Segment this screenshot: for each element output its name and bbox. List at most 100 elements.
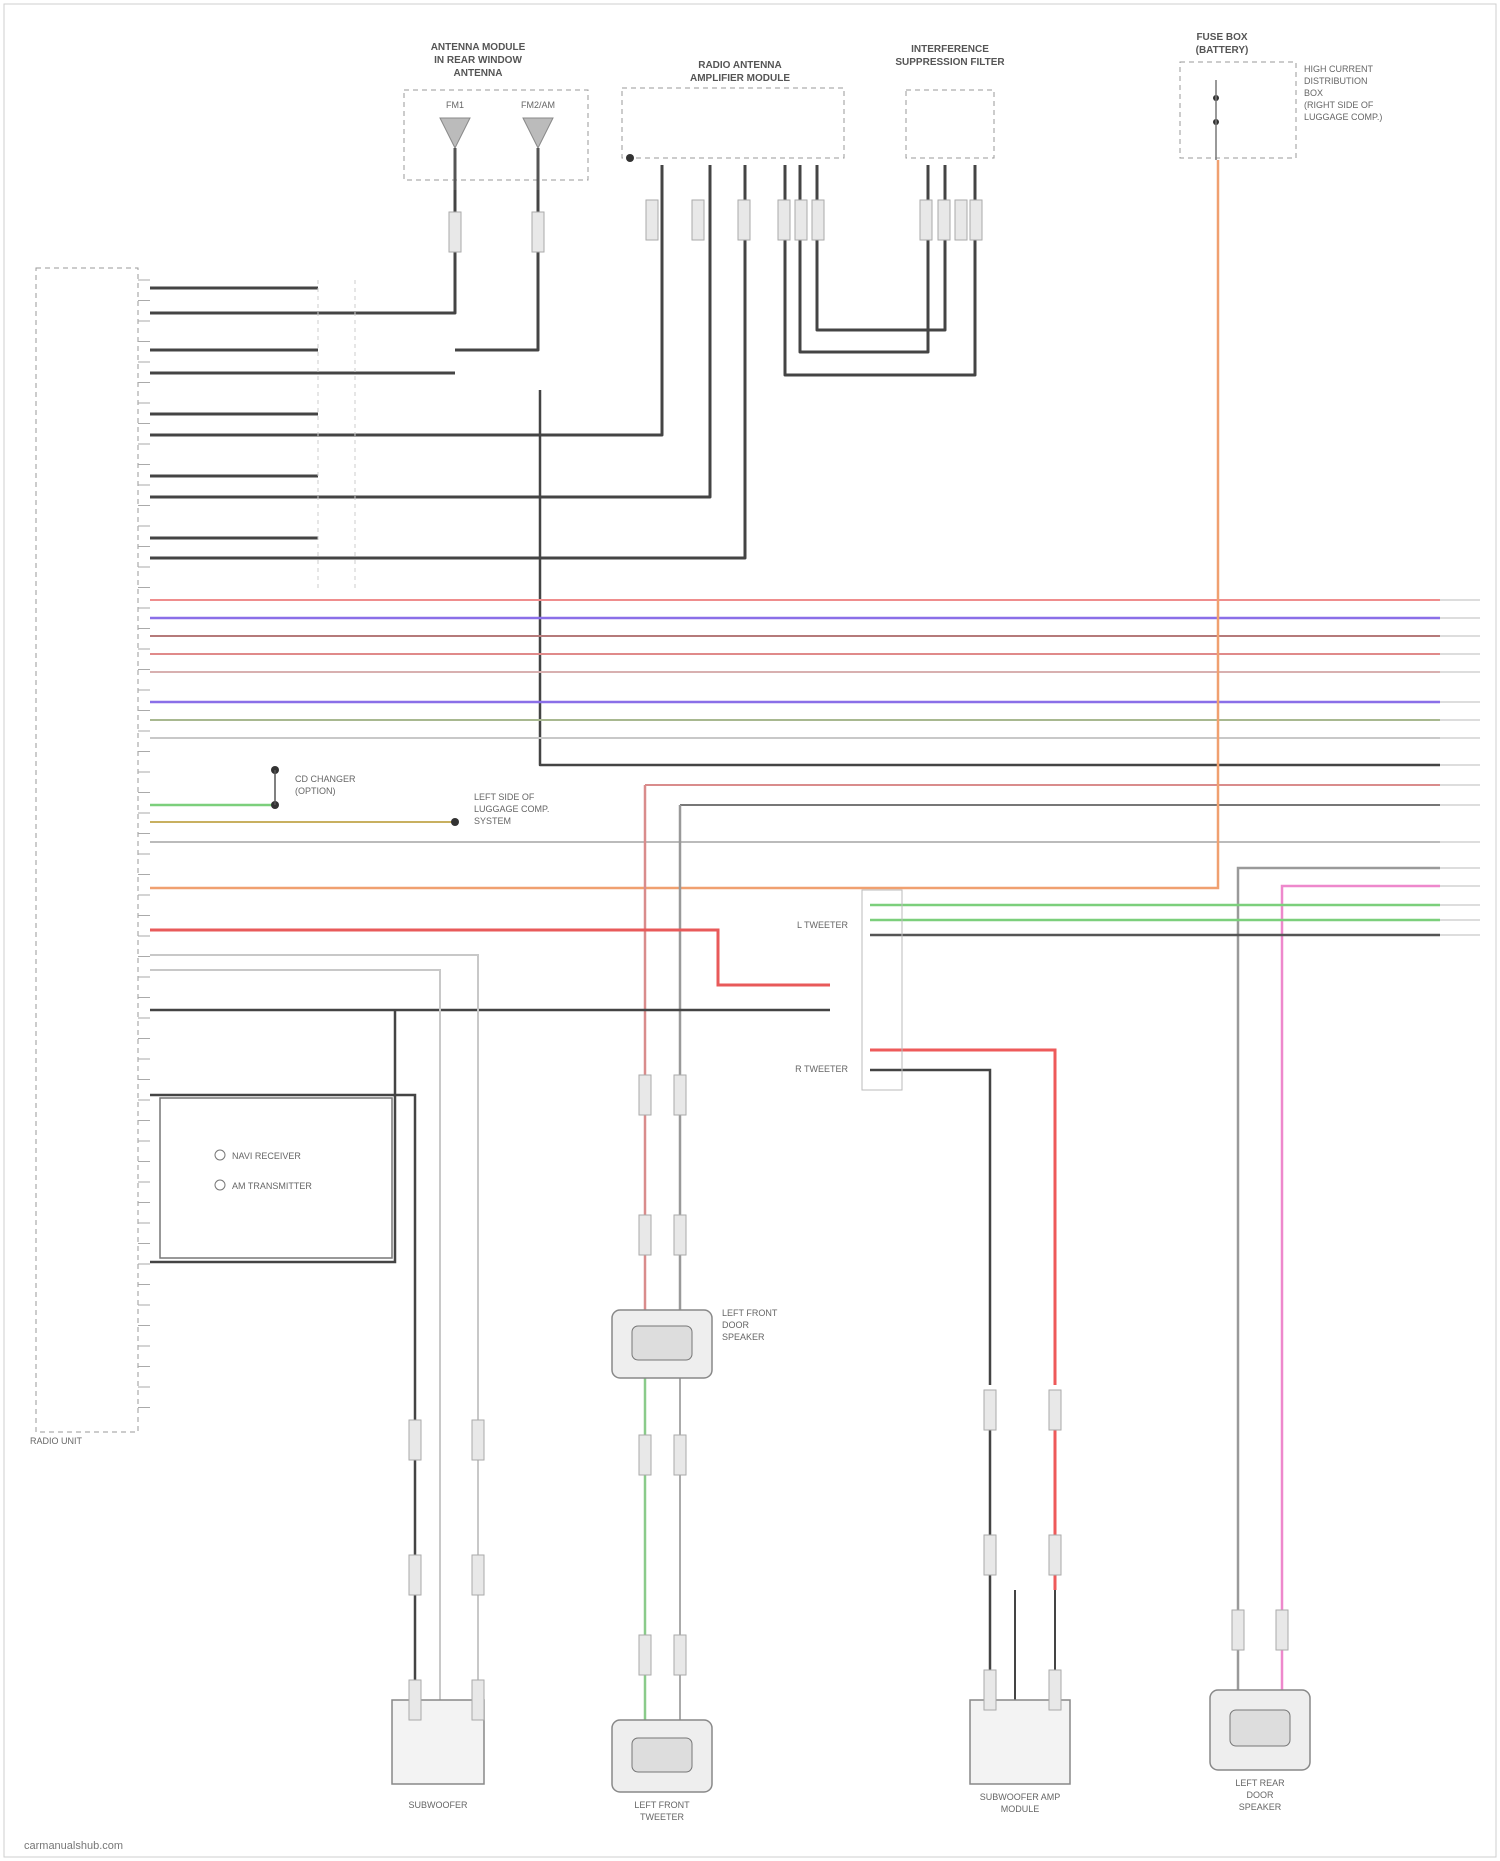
antenna-module-box bbox=[404, 90, 588, 180]
left-note-2: LUGGAGE COMP. bbox=[474, 804, 549, 814]
fuse-box-title-1: FUSE BOX bbox=[1196, 32, 1247, 43]
radio-unit-box bbox=[36, 268, 138, 1432]
antenna-module-title-1: ANTENNA MODULE bbox=[431, 42, 526, 53]
connector-marker bbox=[812, 200, 824, 240]
connector-marker bbox=[778, 200, 790, 240]
subwoofer-amp-module: SUBWOOFER AMP MODULE bbox=[970, 1700, 1070, 1814]
lr-speaker-label-3: SPEAKER bbox=[1239, 1802, 1282, 1812]
fuse-side-3: BOX bbox=[1304, 88, 1323, 98]
lft-label-1: LEFT FRONT bbox=[634, 1800, 690, 1810]
filter-title-2: SUPPRESSION FILTER bbox=[895, 57, 1005, 68]
cd-changer-2: (OPTION) bbox=[295, 786, 336, 796]
connector-marker bbox=[1049, 1670, 1061, 1710]
connector-marker bbox=[738, 200, 750, 240]
connector-marker bbox=[984, 1670, 996, 1710]
navi-box: NAVI RECEIVER AM TRANSMITTER bbox=[160, 1098, 392, 1258]
lr-speaker-label-2: DOOR bbox=[1247, 1790, 1275, 1800]
connector-marker bbox=[795, 200, 807, 240]
amp-module-box bbox=[622, 88, 844, 158]
antenna-module-title-3: ANTENNA bbox=[454, 68, 503, 79]
cd-changer-1: CD CHANGER bbox=[295, 774, 356, 784]
connector-marker bbox=[409, 1680, 421, 1720]
lf-speaker-label-1: LEFT FRONT bbox=[722, 1308, 778, 1318]
upper-wiring bbox=[150, 165, 1440, 765]
sub-amp-label-2: MODULE bbox=[1001, 1804, 1040, 1814]
connector-marker bbox=[1232, 1610, 1244, 1650]
subwoofer-body bbox=[392, 1700, 484, 1784]
connector-marker bbox=[955, 200, 967, 240]
cd-changer-note: CD CHANGER (OPTION) bbox=[271, 766, 356, 809]
vertical-wiring bbox=[645, 785, 1440, 1720]
fuse-box: FUSE BOX (BATTERY) HIGH CURRENT DISTRIBU… bbox=[1180, 32, 1382, 160]
filter-title-1: INTERFERENCE bbox=[911, 44, 989, 55]
radio-unit: RADIO UNIT bbox=[30, 268, 138, 1446]
sub-amp-body bbox=[970, 1700, 1070, 1784]
filter-box bbox=[906, 90, 994, 158]
connector-marker bbox=[639, 1215, 651, 1255]
connector-marker bbox=[1049, 1390, 1061, 1430]
left-front-door-speaker: LEFT FRONT DOOR SPEAKER bbox=[612, 1308, 778, 1378]
connector-marker bbox=[938, 200, 950, 240]
antenna-module-title-2: IN REAR WINDOW bbox=[434, 55, 522, 66]
fuse-box-title-2: (BATTERY) bbox=[1196, 45, 1249, 56]
fuse-side-2: DISTRIBUTION bbox=[1304, 76, 1368, 86]
navi-box-outline bbox=[160, 1098, 392, 1258]
antenna-tv-label: FM2/AM bbox=[521, 100, 555, 110]
fuse-side-5: LUGGAGE COMP.) bbox=[1304, 112, 1382, 122]
connector-marker bbox=[692, 200, 704, 240]
lft-cone bbox=[632, 1738, 692, 1772]
connector-marker bbox=[674, 1075, 686, 1115]
footer-source: carmanualshub.com bbox=[24, 1840, 123, 1852]
connector-marker bbox=[472, 1420, 484, 1460]
connector-marker bbox=[646, 200, 658, 240]
connector-marker bbox=[1276, 1610, 1288, 1650]
connector-marker bbox=[639, 1075, 651, 1115]
connector-marker bbox=[674, 1435, 686, 1475]
lft-label-2: TWEETER bbox=[640, 1812, 684, 1822]
connector-marker bbox=[472, 1680, 484, 1720]
antenna-tv-icon bbox=[523, 118, 553, 148]
splice-wiring bbox=[150, 890, 1440, 1700]
connector-marker bbox=[674, 1635, 686, 1675]
connector-marker bbox=[409, 1555, 421, 1595]
fuse-side-4: (RIGHT SIDE OF bbox=[1304, 100, 1374, 110]
lr-speaker-label-1: LEFT REAR bbox=[1235, 1778, 1285, 1788]
left-luggage-note: LEFT SIDE OF LUGGAGE COMP. SYSTEM bbox=[451, 792, 549, 826]
antenna-fm-icon bbox=[440, 118, 470, 148]
suppression-filter: INTERFERENCE SUPPRESSION FILTER bbox=[895, 44, 1005, 158]
lr-speaker-cone bbox=[1230, 1710, 1290, 1746]
connector-marker bbox=[984, 1390, 996, 1430]
sub-amp-label-1: SUBWOOFER AMP bbox=[980, 1792, 1061, 1802]
connector-marker bbox=[639, 1635, 651, 1675]
connector-marker bbox=[472, 1555, 484, 1595]
left-rear-door-speaker: LEFT REAR DOOR SPEAKER bbox=[1210, 1690, 1310, 1812]
navi-box-line-1: NAVI RECEIVER bbox=[232, 1151, 301, 1161]
connector-marker bbox=[984, 1535, 996, 1575]
lf-speaker-label-3: SPEAKER bbox=[722, 1332, 765, 1342]
amp-module-title-1: RADIO ANTENNA bbox=[698, 60, 782, 71]
connector-marker bbox=[639, 1435, 651, 1475]
fuse-box-outline bbox=[1180, 62, 1296, 158]
subwoofer: SUBWOOFER bbox=[392, 1700, 484, 1810]
connector-marker bbox=[532, 212, 544, 252]
connector-marker bbox=[970, 200, 982, 240]
left-front-tweeter: LEFT FRONT TWEETER bbox=[612, 1720, 712, 1822]
radio-unit-label: RADIO UNIT bbox=[30, 1436, 83, 1446]
antenna-amplifier-module: RADIO ANTENNA AMPLIFIER MODULE bbox=[622, 60, 844, 162]
relay-tweeter-r: R TWEETER bbox=[795, 1064, 848, 1074]
connector-marker bbox=[409, 1420, 421, 1460]
navi-box-line-2: AM TRANSMITTER bbox=[232, 1181, 312, 1191]
antenna-module: ANTENNA MODULE IN REAR WINDOW ANTENNA FM… bbox=[404, 42, 588, 190]
amp-module-title-2: AMPLIFIER MODULE bbox=[690, 73, 790, 84]
connector-marker bbox=[674, 1215, 686, 1255]
fuse-side-1: HIGH CURRENT bbox=[1304, 64, 1374, 74]
lf-speaker-label-2: DOOR bbox=[722, 1320, 750, 1330]
connector-marker bbox=[449, 212, 461, 252]
left-note-1: LEFT SIDE OF bbox=[474, 792, 535, 802]
antenna-fm-label: FM1 bbox=[446, 100, 464, 110]
connector-marker bbox=[920, 200, 932, 240]
connector-marker bbox=[1049, 1535, 1061, 1575]
subwoofer-label: SUBWOOFER bbox=[408, 1800, 468, 1810]
